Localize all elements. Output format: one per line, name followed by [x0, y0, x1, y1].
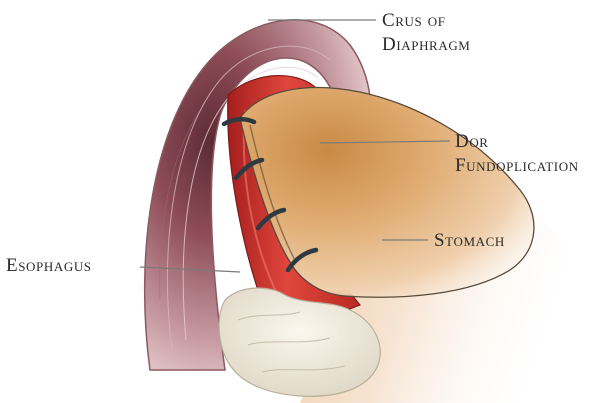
crus-label-line-2: Diaphragm: [382, 33, 470, 57]
dor-label-line-2: Fundoplication: [455, 154, 579, 178]
esophagus-label-text: Esophagus: [6, 254, 92, 278]
esophagus-label: Esophagus: [6, 254, 92, 278]
dor-fundoplication-label: Dor Fundoplication: [455, 130, 579, 178]
stomach-label: Stomach: [434, 229, 505, 253]
stomach-label-text: Stomach: [434, 229, 505, 253]
crus-of-diaphragm-label: Crus of Diaphragm: [382, 9, 470, 57]
dor-label-line-1: Dor: [455, 130, 579, 154]
crus-label-line-1: Crus of: [382, 9, 470, 33]
